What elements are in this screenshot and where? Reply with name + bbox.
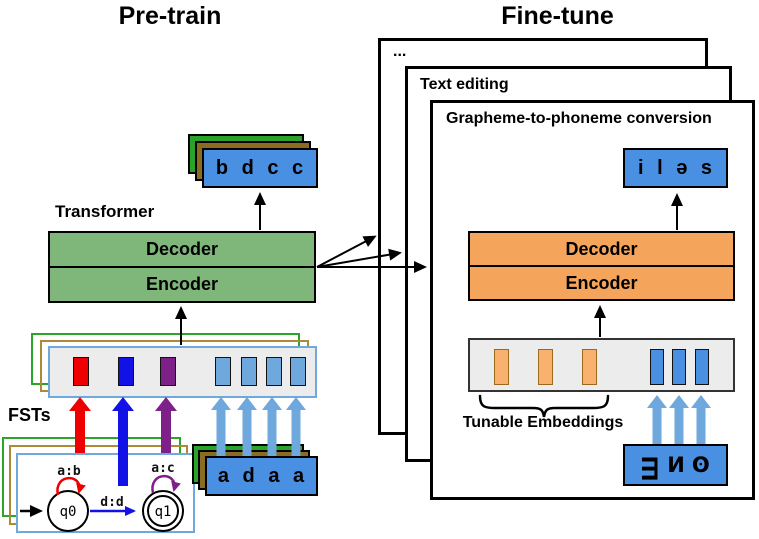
finetune-title: Fine-tune xyxy=(501,2,614,30)
token-arrow-4-head xyxy=(286,397,306,410)
transformer-label: Transformer xyxy=(55,202,155,221)
tunable-embedding-1 xyxy=(494,349,509,385)
fst-transition-label: d:d xyxy=(100,495,123,510)
flow-arrows xyxy=(175,192,683,345)
pretrain-input-tokens: a d a a xyxy=(217,464,306,487)
input-embedding-2 xyxy=(672,349,686,385)
glyph-i: И xyxy=(667,453,692,477)
finetune-output-tokens: i l ə s xyxy=(637,156,714,179)
glyph-bilabial-click: ʘ xyxy=(691,453,717,477)
finetune-output-box: i l ə s xyxy=(623,148,728,188)
purple-arrow-head xyxy=(155,397,177,411)
glyph-arrow-1-head xyxy=(647,395,667,408)
fst-state-q1-inner xyxy=(147,495,179,527)
blue-arrow-head xyxy=(112,397,134,411)
embedding-lightblue-2 xyxy=(241,357,257,386)
fst-loop-q1 xyxy=(151,474,181,494)
pretrain-input-card: a d a a xyxy=(205,456,318,496)
glyph-arrow-3-head xyxy=(691,395,711,408)
tunable-embeddings-label: Tunable Embeddings xyxy=(462,414,624,431)
embedding-lightblue-1 xyxy=(215,357,231,386)
pretrain-decoder: Decoder xyxy=(50,233,314,268)
input-embedding-3 xyxy=(695,349,709,385)
fsts-label: FSTs xyxy=(8,405,51,425)
transfer-arrow-1 xyxy=(316,235,377,268)
fst-loop-q1-label: a:c xyxy=(151,461,174,476)
glyph-arrow-2-head xyxy=(669,395,689,408)
tunable-brace xyxy=(478,394,610,418)
fst-state-q0 xyxy=(47,490,89,532)
tunable-embedding-2 xyxy=(538,349,553,385)
fst-to-embedding-arrows xyxy=(69,397,177,486)
panel-g2p-label: Grapheme-to-phoneme conversion xyxy=(446,110,712,127)
input-to-embedding-arrows xyxy=(211,397,306,461)
transfer-arrow-2 xyxy=(316,248,402,268)
finetune-embedding-strip xyxy=(468,338,735,392)
fst-loop-q0-label: a:b xyxy=(57,464,81,479)
glyph-to-embedding-arrows xyxy=(647,395,711,444)
tunable-embedding-3 xyxy=(582,349,597,385)
finetune-encoder: Encoder xyxy=(470,267,733,299)
token-arrow-3-head xyxy=(262,397,282,410)
embedding-lightblue-4 xyxy=(290,357,306,386)
pretrain-title: Pre-train xyxy=(118,2,222,30)
pretrain-output-card: b d c c xyxy=(202,148,318,188)
token-arrow-2-head xyxy=(237,397,257,410)
embedding-lightblue-3 xyxy=(266,357,282,386)
red-arrow-head xyxy=(69,397,91,411)
panel-more-tasks-label: ... xyxy=(393,43,407,60)
fst-loop-q0 xyxy=(56,476,86,496)
embedding-red xyxy=(73,357,89,386)
panel-text-editing-label: Text editing xyxy=(420,76,509,93)
input-embedding-1 xyxy=(650,349,664,385)
finetune-decoder: Decoder xyxy=(470,233,733,267)
fst-state-q1-label: q1 xyxy=(155,504,172,520)
fst-diagram: q0 q1 d:d a:b a:c xyxy=(20,461,184,532)
fst-state-q0-label: q0 xyxy=(60,504,77,520)
embedding-blue xyxy=(118,357,134,386)
pretrain-encoder: Encoder xyxy=(50,268,314,301)
pretrain-embedding-strip xyxy=(48,346,317,398)
token-arrow-1-head xyxy=(211,397,231,410)
embedding-purple xyxy=(160,357,176,386)
pretrain-transformer-block: Decoder Encoder xyxy=(48,231,316,303)
pretrain-output-tokens: b d c c xyxy=(215,156,305,179)
finetune-transformer-block: Decoder Encoder xyxy=(468,231,735,301)
